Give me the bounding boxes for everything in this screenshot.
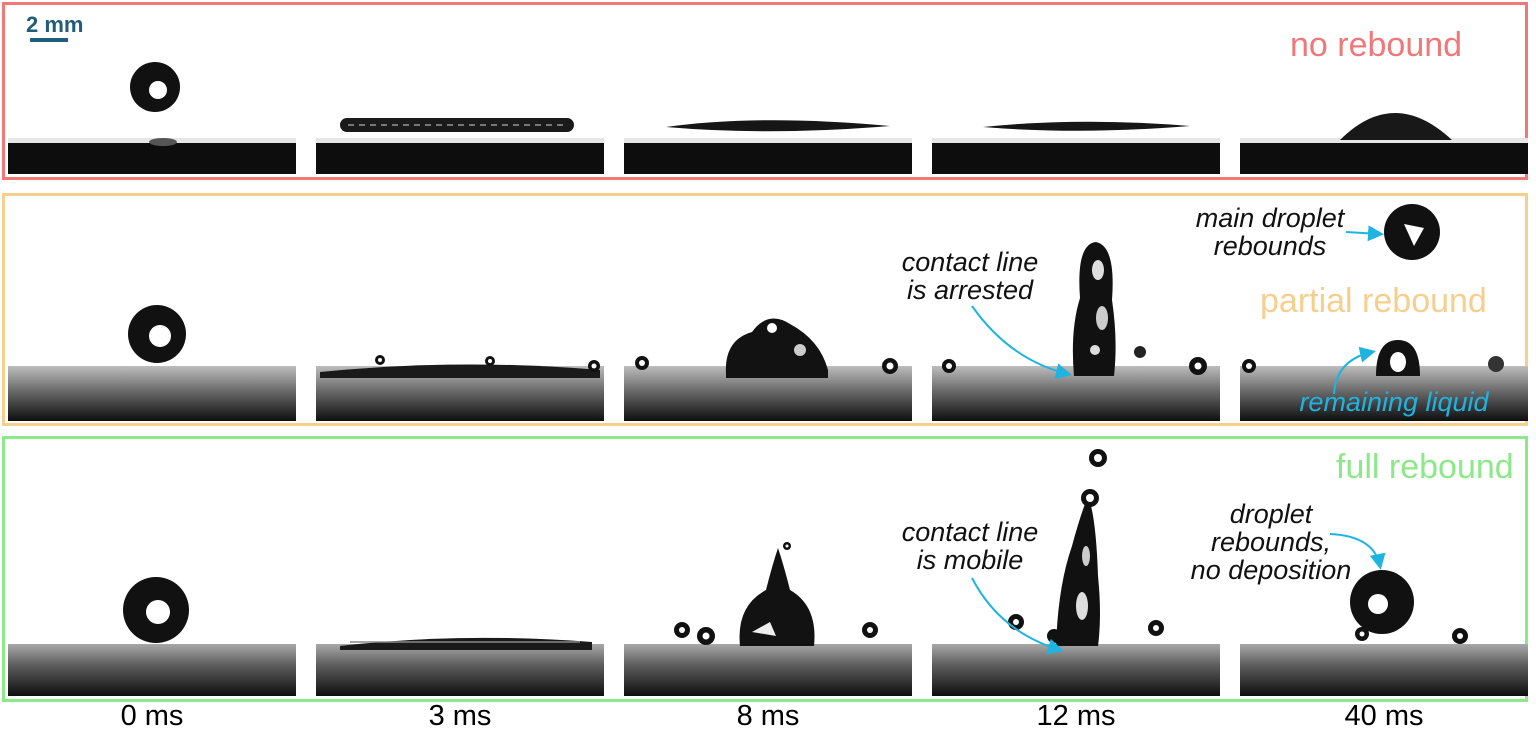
frame-image bbox=[1240, 138, 1528, 174]
frame-image bbox=[624, 138, 912, 174]
annotation-line: main droplet bbox=[1195, 203, 1345, 233]
frame-image bbox=[8, 366, 296, 421]
frame-full-40ms bbox=[1240, 644, 1528, 696]
annotation-remaining-liquid: remaining liquid bbox=[1299, 387, 1489, 417]
frame-partial-0ms bbox=[8, 366, 296, 421]
frame-image bbox=[8, 138, 296, 174]
annotation-droplet-rebounds-no-deposition: droplet rebounds, no deposition bbox=[1176, 500, 1366, 584]
frame-image bbox=[1240, 644, 1528, 696]
frame-no-rebound-3ms bbox=[316, 138, 604, 174]
frame-full-12ms bbox=[932, 644, 1220, 696]
frame-image bbox=[932, 138, 1220, 174]
no-rebound-droplets bbox=[130, 62, 1452, 140]
frame-image bbox=[316, 138, 604, 174]
frame-image bbox=[316, 644, 604, 696]
annotation-contact-line-mobile: contact line is mobile bbox=[870, 518, 1070, 574]
scale-bar bbox=[30, 38, 68, 42]
frame-no-rebound-40ms bbox=[1240, 138, 1528, 174]
row-title-partial-rebound: partial rebound bbox=[1260, 282, 1487, 320]
frame-full-8ms bbox=[624, 644, 912, 696]
annotation-line: rebounds, bbox=[1210, 527, 1332, 557]
frame-image bbox=[932, 644, 1220, 696]
annotation-line: contact line bbox=[901, 247, 1039, 277]
scale-bar-label: 2 mm bbox=[26, 12, 84, 37]
annotation-line: no deposition bbox=[1190, 555, 1352, 585]
annotation-line: is mobile bbox=[916, 545, 1024, 575]
annotation-line: is arrested bbox=[906, 275, 1034, 305]
frame-full-0ms bbox=[8, 644, 296, 696]
frame-image bbox=[624, 644, 912, 696]
time-label-0ms: 0 ms bbox=[120, 700, 184, 732]
time-label-8ms: 8 ms bbox=[736, 700, 800, 732]
full-rebound-droplets bbox=[123, 449, 1468, 650]
frame-no-rebound-12ms bbox=[932, 138, 1220, 174]
partial-rebound-droplets bbox=[128, 204, 1504, 378]
row-title-no-rebound: no rebound bbox=[1290, 26, 1463, 64]
frame-image bbox=[8, 644, 296, 696]
frame-full-3ms bbox=[316, 644, 604, 696]
time-label-3ms: 3 ms bbox=[428, 700, 492, 732]
annotation-contact-line-arrested: contact line is arrested bbox=[870, 248, 1070, 304]
frame-no-rebound-0ms bbox=[8, 138, 296, 174]
row-title-full-rebound: full rebound bbox=[1336, 448, 1514, 486]
annotation-line: droplet bbox=[1229, 499, 1313, 529]
time-label-40ms: 40 ms bbox=[1344, 700, 1424, 732]
time-label-12ms: 12 ms bbox=[1036, 700, 1116, 732]
annotation-line: rebounds bbox=[1213, 231, 1327, 261]
annotation-line: contact line bbox=[901, 517, 1039, 547]
annotation-main-droplet-rebounds: main droplet rebounds bbox=[1182, 204, 1358, 260]
frame-no-rebound-8ms bbox=[624, 138, 912, 174]
